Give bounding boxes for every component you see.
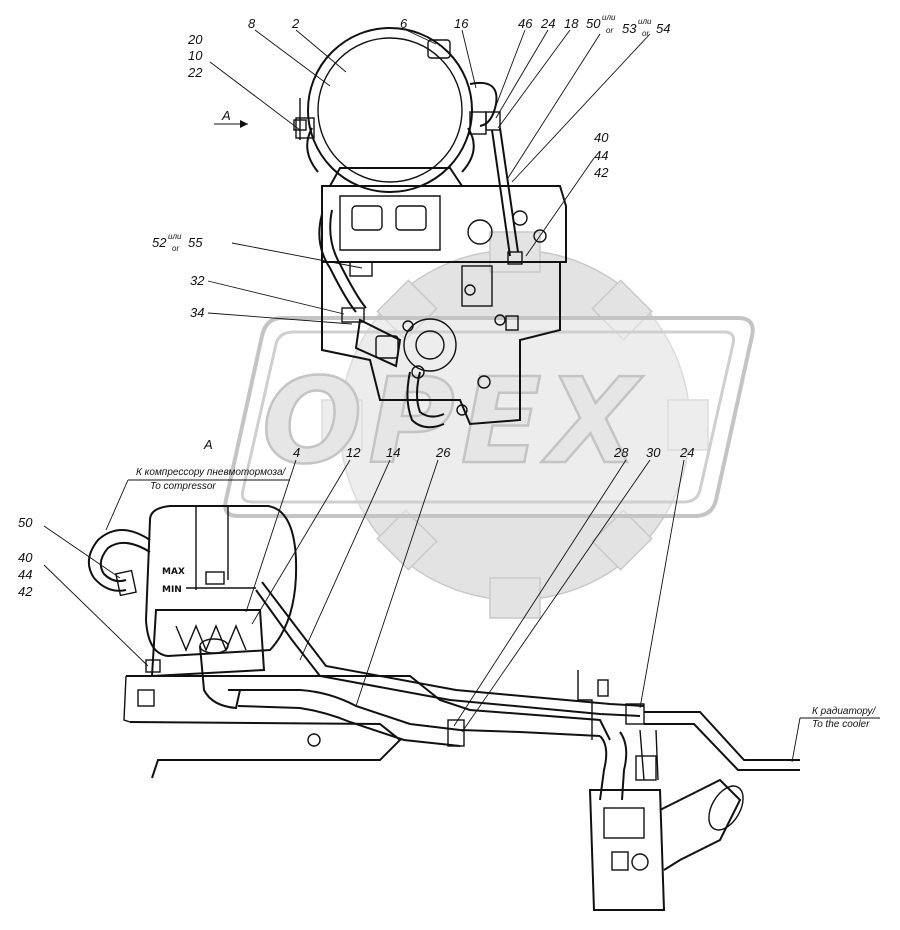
- callout-52-sup: или: [168, 232, 182, 241]
- callout-34: 34: [190, 305, 204, 320]
- watermark-gear: [321, 231, 709, 619]
- callout-14: 14: [386, 445, 400, 460]
- callout-2: 2: [291, 16, 300, 31]
- callout-24-top: 24: [540, 16, 555, 31]
- callout-4: 4: [293, 445, 300, 460]
- drum-body: [307, 27, 473, 193]
- callout-8: 8: [248, 16, 256, 31]
- callout-54: 54: [656, 21, 670, 36]
- note-compressor-ru: К компрессору пневмотормоза/: [136, 467, 287, 478]
- filler-cap: [427, 39, 451, 59]
- callout-28: 28: [613, 445, 629, 460]
- callout-numbers: 20 10 22 8 2 6 16 46 24 18 50 или or 53 …: [18, 13, 694, 599]
- callout-40-top: 40: [594, 130, 609, 145]
- callout-44-bottom: 44: [18, 567, 32, 582]
- callout-6: 6: [400, 16, 408, 31]
- direction-notes: К компрессору пневмотормоза/ To compress…: [136, 467, 876, 730]
- water-pump-housing: [588, 789, 666, 911]
- callout-50-top: 50: [586, 16, 601, 31]
- callout-52: 52: [152, 235, 167, 250]
- expansion-tank: [144, 505, 298, 658]
- callout-22: 22: [187, 65, 203, 80]
- callout-50-sub: or: [606, 26, 613, 35]
- callout-44-top: 44: [594, 148, 608, 163]
- callout-53-sub: or: [642, 29, 649, 38]
- note-radiator-ru: К радиатору/: [812, 706, 876, 717]
- view-a-label: A: [221, 108, 231, 123]
- view-a-arrow: A: [214, 108, 248, 128]
- callout-18: 18: [564, 16, 579, 31]
- tank-max-label: MAX: [162, 567, 185, 577]
- leader-lines: [43, 29, 880, 763]
- note-compressor-en: To compressor: [150, 481, 216, 492]
- callout-52-sub: or: [172, 244, 179, 253]
- callout-53-sup: или: [638, 17, 652, 26]
- upper-assembly: [293, 27, 523, 265]
- callout-32: 32: [190, 273, 205, 288]
- callout-55: 55: [188, 235, 203, 250]
- tank-min-label: MIN: [162, 585, 182, 595]
- callout-42-top: 42: [594, 165, 609, 180]
- watermark-frame: [223, 316, 755, 518]
- note-radiator-en: To the cooler: [812, 719, 870, 730]
- callout-10: 10: [188, 48, 203, 63]
- watermark-text: OPEX: [262, 352, 644, 490]
- callout-20: 20: [187, 32, 203, 47]
- callout-42-bottom: 42: [18, 584, 33, 599]
- callout-26: 26: [435, 445, 451, 460]
- callout-24-bottom: 24: [679, 445, 694, 460]
- callout-50-bottom: 50: [18, 515, 33, 530]
- callout-46: 46: [518, 16, 533, 31]
- lower-assembly: MAX MIN: [87, 505, 800, 911]
- callout-50-sup: или: [602, 13, 616, 22]
- callout-40-bottom: 40: [18, 550, 33, 565]
- callout-12: 12: [346, 445, 361, 460]
- engine-block: [318, 167, 567, 429]
- callout-30: 30: [646, 445, 661, 460]
- view-a-section: A: [203, 437, 213, 452]
- callout-16: 16: [454, 16, 469, 31]
- watermark: OPEX: [223, 231, 755, 619]
- callout-53: 53: [622, 21, 637, 36]
